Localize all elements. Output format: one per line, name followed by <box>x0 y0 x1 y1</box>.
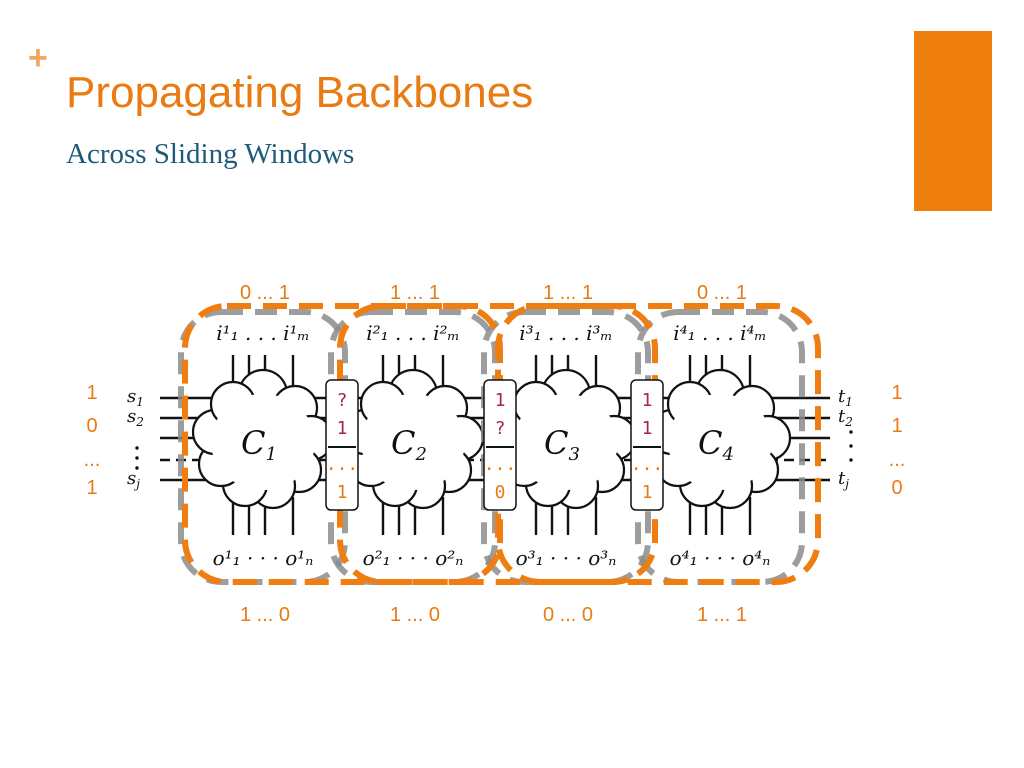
between-tag-value: 1 <box>642 418 653 439</box>
input-signal-label: sj <box>127 468 140 491</box>
right-output-value: 1 <box>891 382 902 404</box>
between-tag-value: ... <box>326 454 359 475</box>
ellipsis-dot <box>849 458 853 462</box>
circuit-index: 4 <box>722 444 734 465</box>
left-input-value: 1 <box>86 382 97 404</box>
ellipsis-dot <box>849 444 853 448</box>
circuit-input-labels: i²₁ . . . i²ₘ <box>366 321 460 345</box>
signal-index: j <box>842 477 849 491</box>
cloud-body <box>668 394 772 490</box>
between-tag-value: ? <box>495 418 506 439</box>
right-output-value: ... <box>889 449 906 471</box>
top-values: 0 ... 1 <box>240 282 290 304</box>
bottom-values: 1 ... 0 <box>390 604 440 626</box>
circuit-index: 3 <box>569 444 580 465</box>
between-tag-value: 1 <box>337 418 348 439</box>
circuit-input-labels: i¹₁ . . . i¹ₘ <box>216 321 310 345</box>
right-output-value: 1 <box>891 415 902 437</box>
top-values: 1 ... 1 <box>543 282 593 304</box>
signal-index: 1 <box>845 395 853 409</box>
between-tag-value: 0 <box>495 482 506 503</box>
left-input-value: 0 <box>86 415 97 437</box>
slide-subtitle: Across Sliding Windows <box>66 138 355 170</box>
top-values: 0 ... 1 <box>697 282 747 304</box>
left-input-value: ... <box>84 449 101 471</box>
right-output-value: 0 <box>891 477 902 499</box>
output-signal-label: tj <box>838 468 849 491</box>
signal-index: 2 <box>844 415 853 429</box>
ellipsis-dot <box>135 446 139 450</box>
between-tag-value: ? <box>337 390 348 411</box>
ellipsis-dot <box>135 466 139 470</box>
between-tag-value: 1 <box>642 390 653 411</box>
output-signal-label: t2 <box>838 406 853 429</box>
ellipsis-dot <box>849 430 853 434</box>
between-tag-value: 1 <box>337 482 348 503</box>
window-single <box>635 309 805 585</box>
between-tag-value: ... <box>631 454 664 475</box>
cloud-body <box>211 394 315 490</box>
circuit-index: 1 <box>266 444 277 465</box>
bottom-values: 1 ... 0 <box>240 604 290 626</box>
cloud-body <box>361 394 465 490</box>
circuit-output-labels: o⁴₁ · · · o⁴ₙ <box>670 546 771 570</box>
between-tag <box>483 379 517 511</box>
window-orange <box>182 303 503 585</box>
slide-title: Propagating Backbones <box>66 68 534 117</box>
between-tag <box>630 379 664 511</box>
signal-index: 2 <box>135 415 144 429</box>
circuit-input-labels: i³₁ . . . i³ₘ <box>519 321 613 345</box>
circuit-index: 2 <box>415 444 427 465</box>
plus-icon: + <box>28 39 48 77</box>
circuit-input-labels: i⁴₁ . . . i⁴ₘ <box>673 321 767 345</box>
accent-bar <box>914 31 992 211</box>
ellipsis-dot <box>135 456 139 460</box>
left-input-value: 1 <box>86 477 97 499</box>
between-tags: ? 1... 1 1?... 0 1 1... 1 <box>325 379 664 511</box>
top-values: 1 ... 1 <box>390 282 440 304</box>
between-tag-value: 1 <box>642 482 653 503</box>
circuit-output-labels: o¹₁ · · · o¹ₙ <box>213 546 314 570</box>
circuit-output-labels: o²₁ · · · o²ₙ <box>363 546 464 570</box>
signal-index: j <box>133 477 140 491</box>
bottom-values: 0 ... 0 <box>543 604 593 626</box>
circuit-output-labels: o³₁ · · · o³ₙ <box>516 546 617 570</box>
between-tag-value: ... <box>484 454 517 475</box>
between-tag-value: 1 <box>495 390 506 411</box>
input-signal-label: s2 <box>127 406 144 429</box>
bottom-values: 1 ... 1 <box>697 604 747 626</box>
cloud-body <box>514 394 618 490</box>
signal-index: 1 <box>136 395 144 409</box>
between-tag <box>325 379 359 511</box>
